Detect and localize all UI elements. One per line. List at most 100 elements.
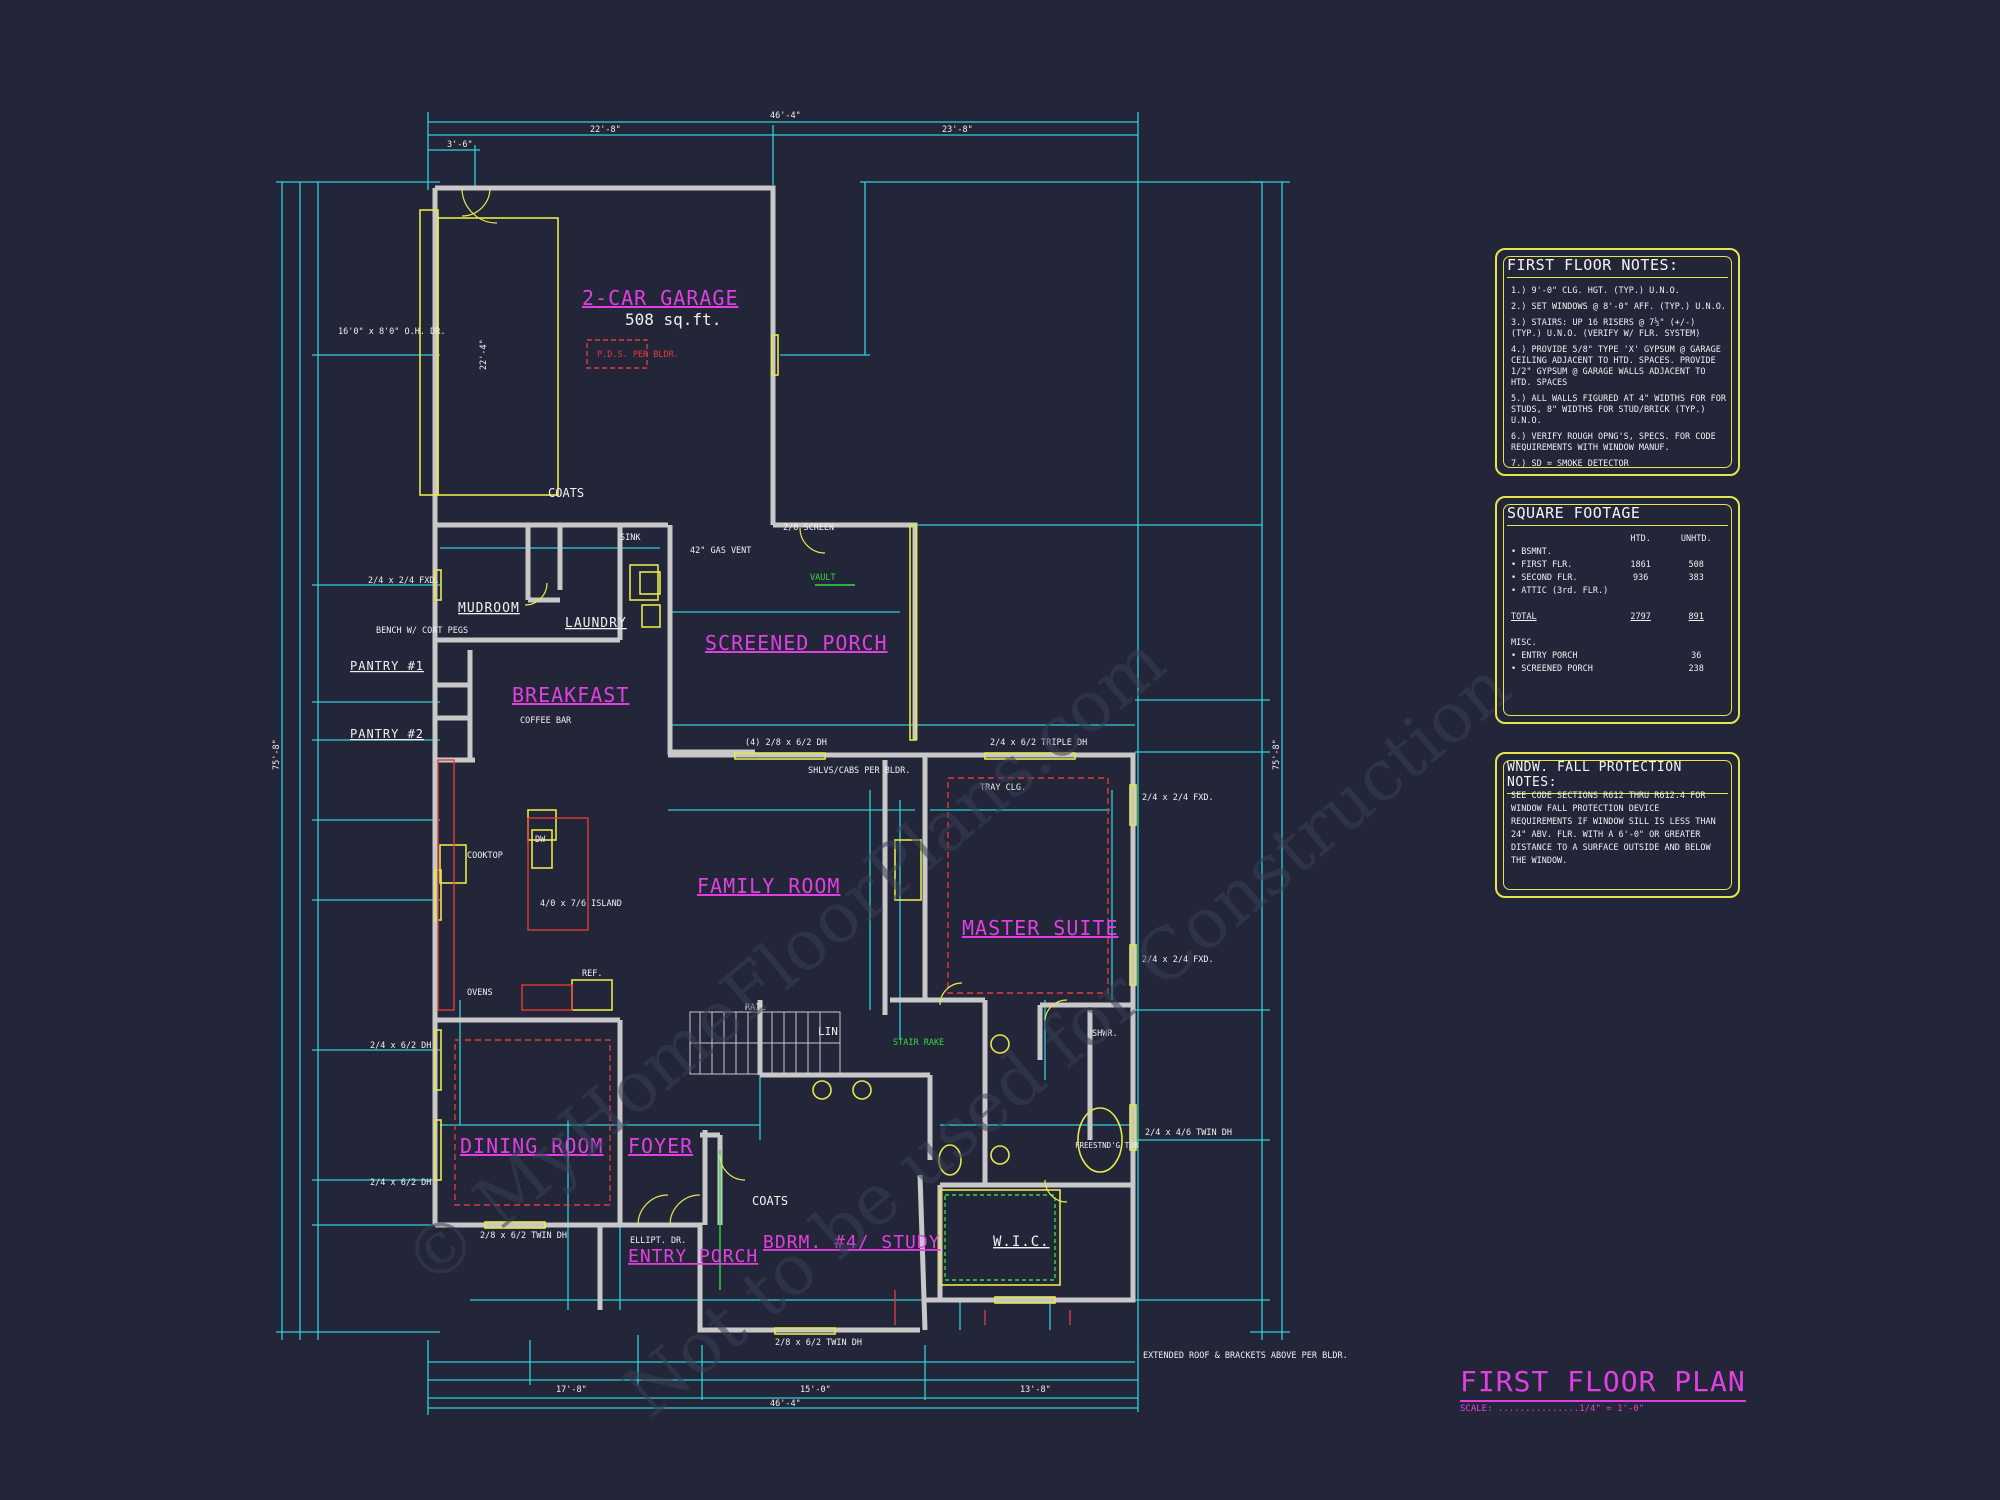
label-shlvs: SHLVS/CABS PER BLDR. [808, 766, 910, 776]
sqf-row [1511, 623, 1724, 636]
watermark: © MyHomeFloorPlans.com Not to be used fo… [388, 620, 1525, 1433]
room-entry-porch: ENTRY PORCH [628, 1246, 758, 1267]
dim-overall-bottom: 46'-4" [770, 1399, 801, 1409]
dim-right-overall: 75'-8" [1272, 739, 1282, 770]
label-sink: SINK [620, 533, 641, 543]
label-fxd-right1: 2/4 x 2/4 FXD. [1142, 793, 1214, 803]
label-twin-dh-right: 2/4 x 4/6 TWIN DH [1145, 1128, 1232, 1138]
garage-area: 508 sq.ft. [625, 310, 721, 329]
dim-top-small: 3'-6" [447, 140, 473, 150]
room-dining: DINING ROOM [460, 1134, 603, 1158]
room-laundry: LAUNDRY [565, 616, 627, 631]
window-protection-text: SEE CODE SECTIONS R612 THRU R612.4 FOR W… [1511, 791, 1716, 866]
note-item: 4.) PROVIDE 5/8" TYPE 'X' GYPSUM @ GARAG… [1511, 345, 1721, 388]
label-triple-dh: (4) 2/8 x 6/2 DH [745, 738, 827, 748]
room-foyer: FOYER [628, 1134, 693, 1158]
dim-bottom-b: 15'-0" [800, 1385, 831, 1395]
room-wic: W.I.C. [993, 1234, 1050, 1250]
label-screen: 2/8 SCREEN [783, 523, 834, 533]
dim-left-overall: 75'-8" [272, 739, 282, 770]
label-gas-vent: 42" GAS VENT [690, 546, 751, 556]
sqf-row: MISC. [1511, 637, 1537, 648]
drawing-scale: SCALE: ...............1/4" = 1'-0" [1460, 1404, 1645, 1414]
label-ellipt: ELLIPT. DR. [630, 1236, 686, 1246]
label-coffee-bar: COFFEE BAR [520, 716, 572, 726]
label-twin-dh-bottom2: 2/8 x 6/2 TWIN DH [775, 1338, 862, 1348]
square-footage-title: SQUARE FOOTAGE [1507, 504, 1728, 526]
title-block: FIRST FLOOR PLAN SCALE: ...............1… [1460, 1365, 1746, 1414]
label-island: 4/0 x 7/6 ISLAND [540, 899, 622, 909]
label-pds: P.D.S. PER BLDR. [597, 350, 679, 360]
room-bdrm4: BDRM. #4/ STUDY [763, 1232, 941, 1253]
room-mudroom: MUDROOM [458, 601, 520, 616]
dim-garage-depth: 22'-4" [479, 339, 489, 370]
sqf-row: • BSMNT. [1511, 546, 1552, 557]
dimension-lines [276, 112, 1290, 1415]
label-rail: RAIL [745, 1003, 765, 1013]
label-twin-dh-bottom1: 2/8 x 6/2 TWIN DH [480, 1231, 567, 1241]
note-item: 1.) 9'-0" CLG. HGT. (TYP.) U.N.O. [1511, 286, 1680, 296]
annotation-labels: 16'0" x 8'0" O.H. DR. P.D.S. PER BLDR. C… [338, 327, 1348, 1361]
first-floor-notes-title: FIRST FLOOR NOTES: [1507, 256, 1728, 278]
note-item: 3.) STAIRS: UP 16 RISERS @ 7½" (+/-) (TY… [1511, 318, 1701, 339]
label-fxd-right2: 2/4 x 2/4 FXD. [1142, 955, 1214, 965]
label-lin: LIN [818, 1025, 838, 1038]
room-labels: 2-CAR GARAGE 508 sq.ft. MUDROOM LAUNDRY … [350, 286, 1119, 1267]
room-master-suite: MASTER SUITE [962, 916, 1119, 940]
label-shwr: SHWR. [1092, 1029, 1118, 1039]
note-item: 5.) ALL WALLS FIGURED AT 4" WIDTHS FOR F… [1511, 394, 1726, 426]
room-family: FAMILY ROOM [697, 874, 840, 898]
drawing-title: FIRST FLOOR PLAN [1460, 1365, 1746, 1402]
dim-top-left: 22'-8" [590, 125, 621, 135]
dim-bottom-c: 13'-8" [1020, 1385, 1051, 1395]
label-coats-lower: COATS [752, 1194, 788, 1208]
label-coats-upper: COATS [548, 486, 584, 500]
label-twin-triple: 2/4 x 6/2 TRIPLE DH [990, 738, 1087, 748]
room-garage: 2-CAR GARAGE [582, 286, 739, 310]
stairs [689, 1011, 841, 1075]
label-fxd1: 2/4 x 2/4 FXD. [368, 576, 440, 586]
room-breakfast: BREAKFAST [512, 683, 629, 707]
window-protection-title: WNDW. FALL PROTECTION NOTES: [1507, 760, 1728, 794]
label-cooktop: COOKTOP [467, 851, 503, 861]
sqf-row: • ATTIC (3rd. FLR.) [1511, 585, 1609, 596]
room-pantry2: PANTRY #2 [350, 727, 424, 741]
dim-bottom-a: 17'-8" [556, 1385, 587, 1395]
first-floor-notes-list: 1.) 9'-0" CLG. HGT. (TYP.) U.N.O. 2.) SE… [1511, 286, 1726, 475]
square-footage-panel: SQUARE FOOTAGE HTD. UNHTD. • BSMNT. • FI… [1495, 496, 1740, 724]
label-extended-roof: EXTENDED ROOF & BRACKETS ABOVE PER BLDR. [1143, 1351, 1348, 1361]
room-pantry1: PANTRY #1 [350, 659, 424, 673]
note-item: 6.) VERIFY ROUGH OPNG'S, SPECS. FOR CODE… [1511, 432, 1716, 453]
room-screened-porch: SCREENED PORCH [705, 631, 888, 655]
dimension-labels: 46'-4" 22'-8" 23'-8" 3'-6" 46'-4" 17'-8"… [272, 111, 1282, 1409]
label-stair-rake: STAIR RAKE [893, 1038, 944, 1048]
label-dh-left1: 2/4 x 6/2 DH [370, 1041, 431, 1051]
fixtures-red [437, 339, 1109, 1325]
label-tray-clg: TRAY CLG. [980, 783, 1026, 793]
dim-top-right: 23'-8" [942, 125, 973, 135]
dim-overall-top: 46'-4" [770, 111, 801, 121]
label-ovens: OVENS [467, 988, 493, 998]
fixtures-green [719, 584, 1056, 1290]
fixtures-yellow [419, 209, 1137, 1335]
label-garage-door: 16'0" x 8'0" O.H. DR. [338, 327, 445, 337]
sqf-row [1511, 597, 1724, 610]
label-dh-left2: 2/4 x 6/2 DH [370, 1178, 431, 1188]
window-protection-panel: WNDW. FALL PROTECTION NOTES: SEE CODE SE… [1495, 752, 1740, 898]
label-ref: REF. [582, 969, 602, 979]
first-floor-notes-panel: FIRST FLOOR NOTES: 1.) 9'-0" CLG. HGT. (… [1495, 248, 1740, 476]
door-swings [461, 187, 1068, 1226]
note-item: 7.) SD = SMOKE DETECTOR [1511, 459, 1629, 469]
note-item: 2.) SET WINDOWS @ 8'-0" AFF. (TYP.) U.N.… [1511, 302, 1726, 312]
label-bench: BENCH W/ COAT PEGS [376, 626, 468, 636]
label-vault: VAULT [810, 573, 836, 583]
label-freestanding-tub: FREESTND'G TUB [1075, 1141, 1139, 1150]
sqf-header: HTD. UNHTD. [1630, 533, 1712, 544]
